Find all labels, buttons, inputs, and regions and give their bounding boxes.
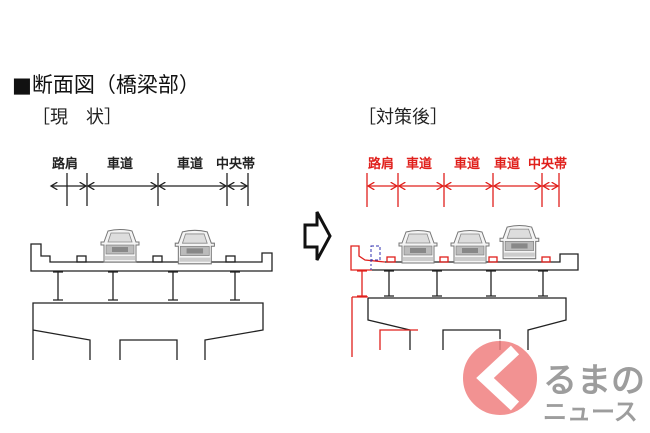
lane-label-lane: 車道 — [454, 156, 480, 172]
after-lane-labels: 路肩 車道 車道 車道 中央帯 — [368, 156, 567, 172]
car-icon — [100, 229, 140, 263]
car-icon — [450, 230, 490, 264]
removed-barrier-outline — [370, 245, 381, 261]
current-bridge-section — [30, 229, 273, 360]
car-icon — [499, 225, 540, 260]
lane-label-lane: 車道 — [177, 156, 203, 172]
lane-label-lane: 車道 — [107, 156, 133, 172]
after-dimension-lines — [366, 173, 560, 207]
current-dimension-lines — [51, 173, 249, 206]
logo-text-line2: ニュース — [543, 398, 638, 426]
logo-text-line1: るまの — [543, 361, 645, 401]
after-bridge-section — [350, 225, 579, 357]
car-icon — [174, 229, 215, 265]
lane-label-median: 中央帯 — [528, 156, 567, 172]
lane-label-lane: 車道 — [494, 156, 520, 172]
lane-label-shoulder: 路肩 — [368, 156, 394, 172]
diagram-title: ■断面図（橋梁部） — [12, 73, 200, 97]
current-lane-labels: 路肩 車道 車道 中央帯 — [52, 156, 255, 172]
lane-label-median: 中央帯 — [216, 156, 255, 172]
car-icon — [398, 230, 438, 264]
kuruma-news-logo: るまの ニュース — [461, 339, 645, 426]
after-measures-label: ［対策後］ — [358, 107, 448, 128]
current-state-label: ［現 状］ — [32, 107, 122, 128]
lane-label-shoulder: 路肩 — [52, 156, 78, 172]
lane-label-lane: 車道 — [406, 156, 432, 172]
arrow-right-icon — [303, 211, 332, 261]
